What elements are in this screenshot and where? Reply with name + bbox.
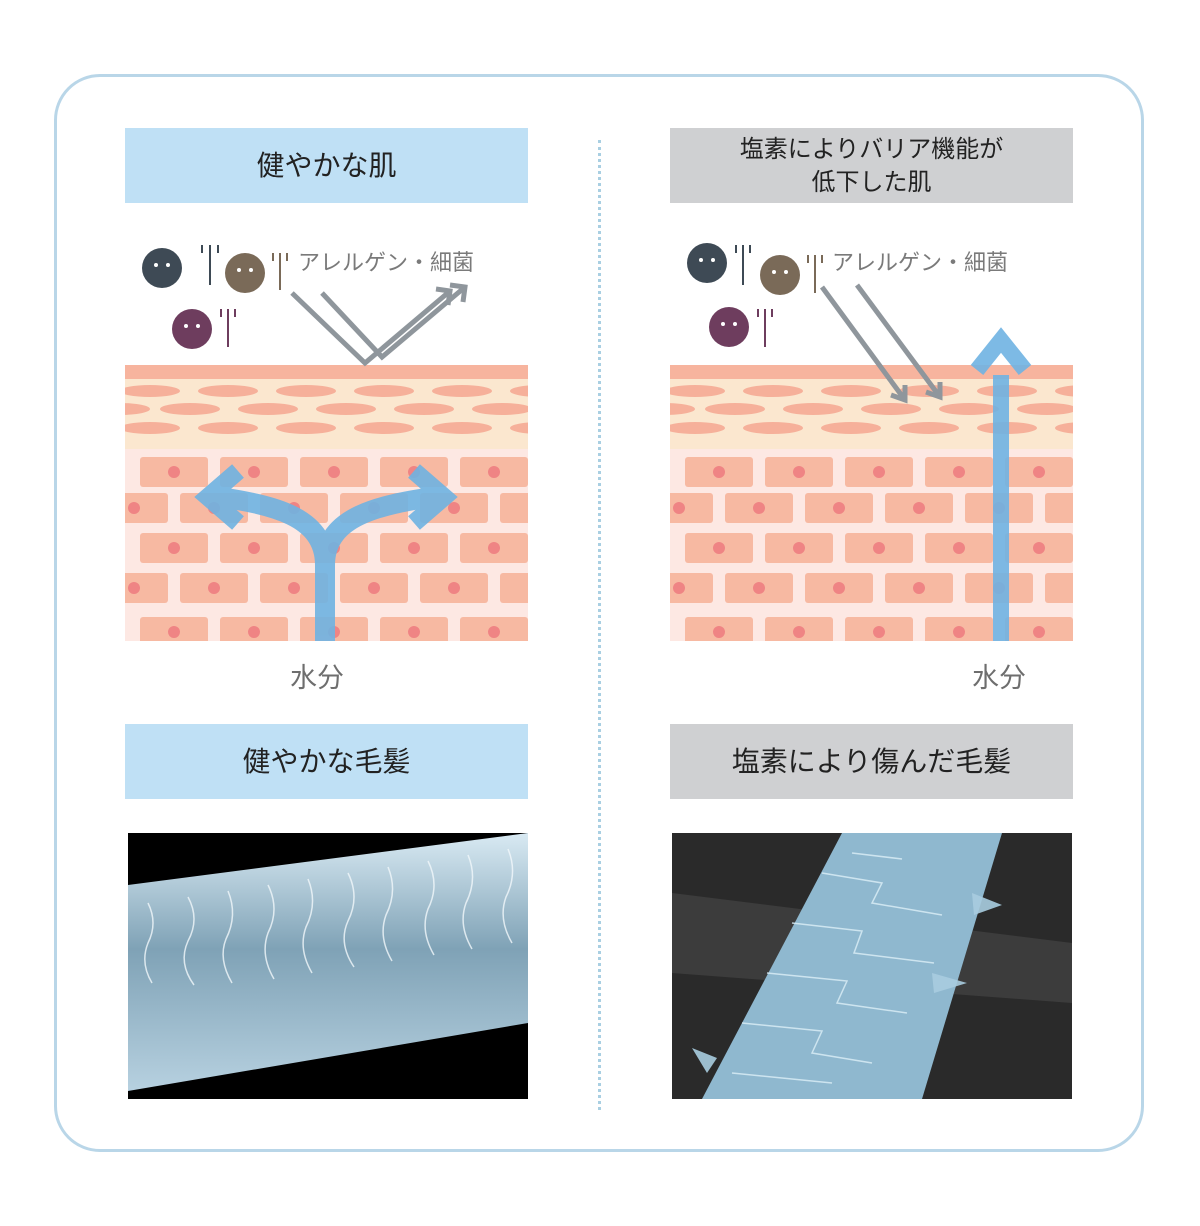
skin-cell bbox=[500, 573, 528, 603]
cell-nucleus bbox=[368, 582, 380, 594]
cell-nucleus bbox=[528, 502, 540, 514]
cell-nucleus bbox=[448, 502, 460, 514]
cell-nucleus bbox=[873, 466, 885, 478]
water-arrow-icon bbox=[970, 327, 1032, 641]
skin-cell bbox=[125, 573, 168, 603]
cell-nucleus bbox=[913, 502, 925, 514]
cell-nucleus bbox=[1033, 466, 1045, 478]
damaged-hair-title: 塩素により傷んだ毛髪 bbox=[670, 724, 1073, 799]
cell-nucleus bbox=[673, 502, 685, 514]
skin-cells bbox=[670, 457, 1085, 641]
skin-cell bbox=[670, 493, 713, 523]
cell-nucleus bbox=[753, 502, 765, 514]
skin-cell bbox=[500, 493, 528, 523]
cell-nucleus bbox=[328, 466, 340, 478]
cell-nucleus bbox=[753, 582, 765, 594]
cell-nucleus bbox=[1073, 582, 1085, 594]
cell-nucleus bbox=[953, 466, 965, 478]
cell-nucleus bbox=[673, 582, 685, 594]
cell-nucleus bbox=[208, 582, 220, 594]
cell-nucleus bbox=[873, 626, 885, 638]
skin-layers bbox=[125, 365, 540, 641]
cell-nucleus bbox=[913, 582, 925, 594]
healthy-hair-title: 健やかな毛髪 bbox=[125, 724, 528, 799]
cell-nucleus bbox=[528, 582, 540, 594]
cell-nucleus bbox=[408, 626, 420, 638]
cell-nucleus bbox=[833, 582, 845, 594]
cell-nucleus bbox=[288, 582, 300, 594]
left-water-label: 水分 bbox=[290, 663, 344, 694]
healthy-skin-title: 健やかな肌 bbox=[125, 128, 528, 203]
cell-nucleus bbox=[168, 626, 180, 638]
cell-nucleus bbox=[488, 466, 500, 478]
germ-icon bbox=[142, 245, 288, 349]
skin-cell bbox=[125, 493, 168, 523]
cell-nucleus bbox=[953, 542, 965, 554]
damaged-skin-title: 塩素によりバリア機能が 低下した肌 bbox=[670, 128, 1073, 203]
cell-nucleus bbox=[128, 582, 140, 594]
damaged-skin-title-line2: 低下した肌 bbox=[811, 167, 932, 196]
damaged-skin-title-line1: 塩素によりバリア機能が bbox=[739, 135, 1004, 164]
cell-nucleus bbox=[1033, 542, 1045, 554]
skin-cell bbox=[1045, 493, 1073, 523]
damaged-skin-diagram bbox=[670, 243, 1073, 641]
left-allergen-label: アレルゲン・細菌 bbox=[298, 251, 475, 276]
cell-nucleus bbox=[488, 542, 500, 554]
cell-nucleus bbox=[793, 542, 805, 554]
cell-nucleus bbox=[1033, 626, 1045, 638]
water-arrow-icon bbox=[194, 464, 458, 641]
cell-nucleus bbox=[248, 542, 260, 554]
healthy-skin-diagram bbox=[125, 245, 528, 641]
cell-nucleus bbox=[833, 502, 845, 514]
cell-nucleus bbox=[953, 626, 965, 638]
penetrate-arrow-icon bbox=[819, 283, 943, 404]
reflect-arrow-icon bbox=[290, 282, 468, 367]
damaged-hair-photo bbox=[672, 833, 1072, 1099]
healthy-hair-photo bbox=[128, 833, 528, 1099]
cell-nucleus bbox=[1073, 502, 1085, 514]
stratum-corneum bbox=[670, 385, 1073, 434]
skin-cells bbox=[125, 457, 540, 641]
cell-nucleus bbox=[713, 466, 725, 478]
healthy-skin-title-text: 健やかな肌 bbox=[256, 149, 397, 182]
cell-nucleus bbox=[488, 626, 500, 638]
germ-icon bbox=[687, 243, 823, 347]
healthy-hair-title-text: 健やかな毛髪 bbox=[242, 745, 411, 778]
cell-nucleus bbox=[248, 626, 260, 638]
cell-nucleus bbox=[793, 626, 805, 638]
skin-cell bbox=[670, 573, 713, 603]
cell-nucleus bbox=[713, 626, 725, 638]
cell-nucleus bbox=[448, 582, 460, 594]
cell-nucleus bbox=[168, 466, 180, 478]
cell-nucleus bbox=[793, 466, 805, 478]
right-allergen-label: アレルゲン・細菌 bbox=[832, 251, 1009, 276]
stratum-corneum bbox=[125, 385, 528, 434]
skin-cell bbox=[1045, 573, 1073, 603]
cell-nucleus bbox=[408, 542, 420, 554]
cell-nucleus bbox=[128, 502, 140, 514]
cell-nucleus bbox=[873, 542, 885, 554]
center-divider bbox=[598, 140, 601, 1110]
right-water-label: 水分 bbox=[972, 663, 1026, 694]
skin-layers bbox=[670, 365, 1085, 641]
damaged-hair-title-text: 塩素により傷んだ毛髪 bbox=[731, 745, 1012, 778]
cell-nucleus bbox=[713, 542, 725, 554]
cell-nucleus bbox=[168, 542, 180, 554]
cell-nucleus bbox=[248, 466, 260, 478]
